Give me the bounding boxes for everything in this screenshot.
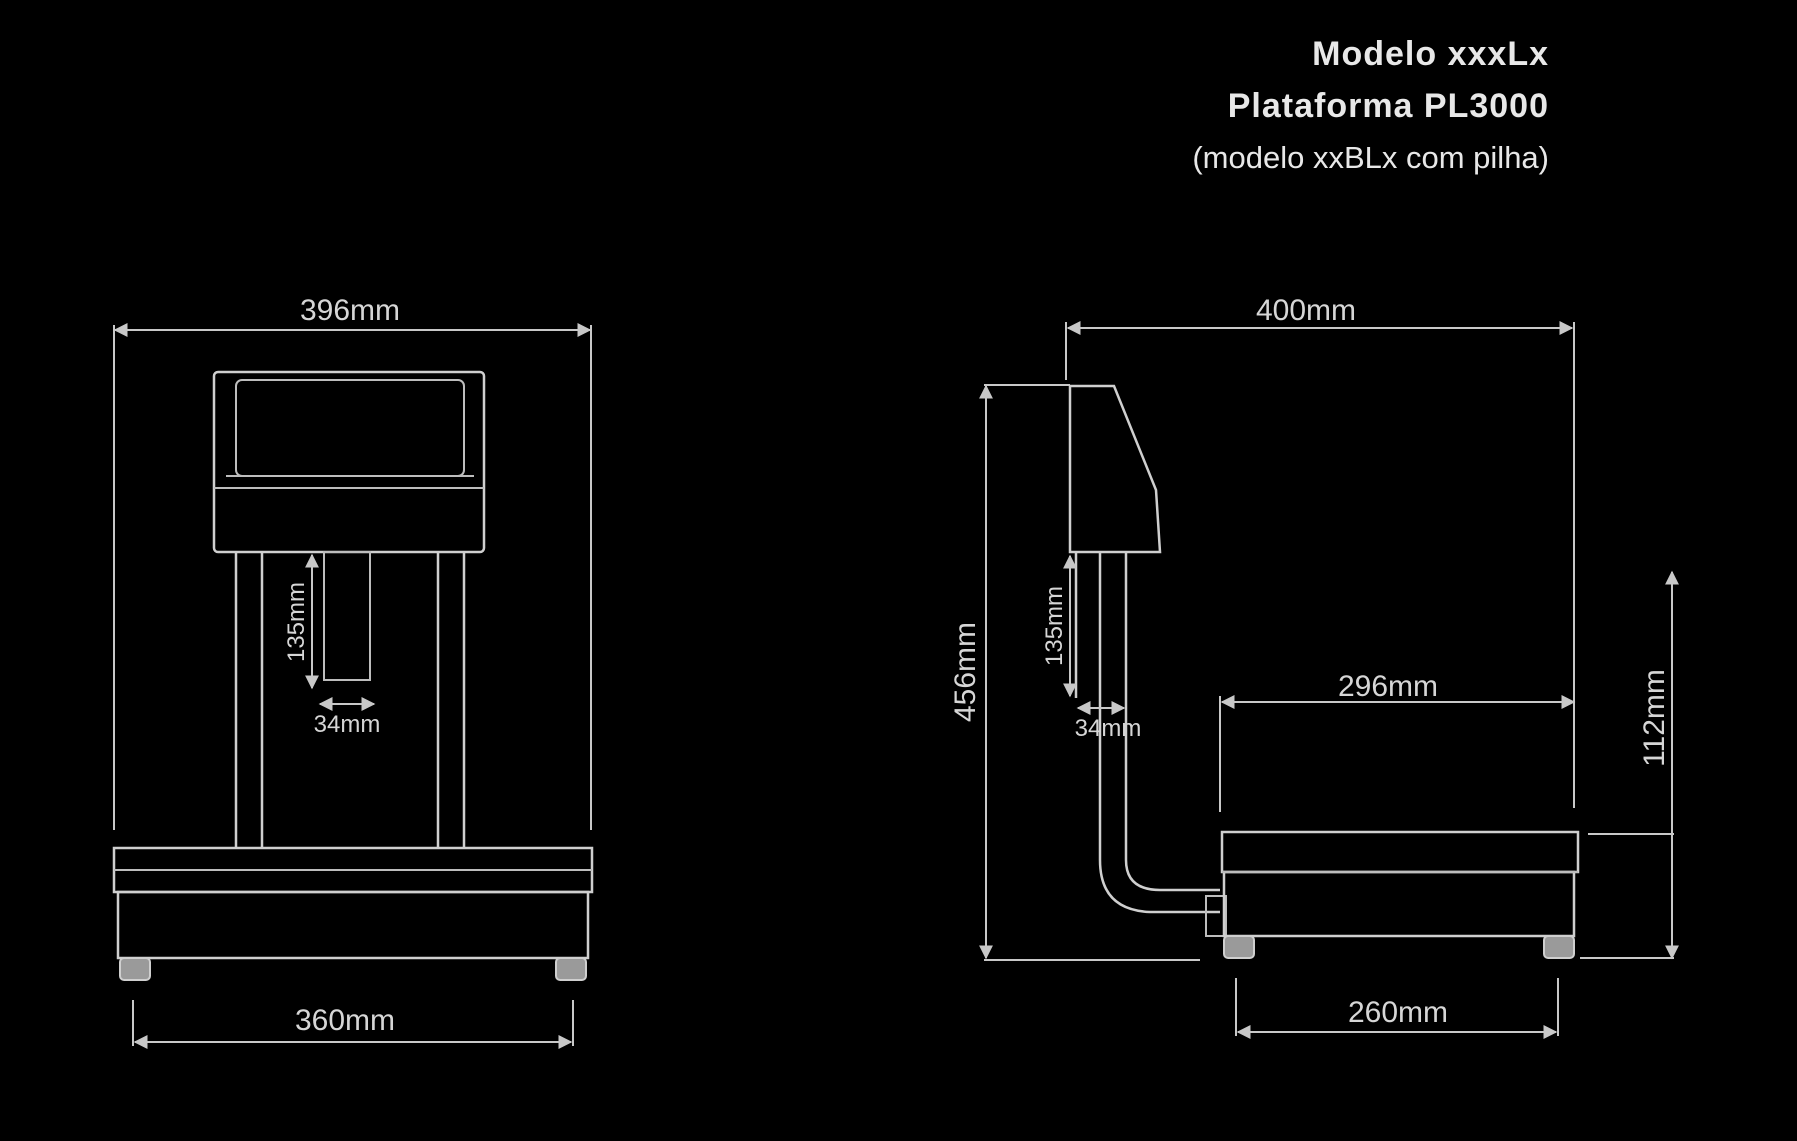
side-height-dimension: 456mm bbox=[949, 384, 1200, 961]
side-column bbox=[1074, 552, 1227, 937]
side-column-width-label: 34mm bbox=[1075, 715, 1142, 742]
side-platform-height-label: 112mm bbox=[1638, 669, 1671, 767]
side-column-width-dimension: 34mm bbox=[1075, 701, 1142, 742]
side-depth-label: 400mm bbox=[1256, 294, 1356, 327]
side-column-height-dimension: 135mm bbox=[1041, 554, 1077, 698]
front-column-height-label: 135mm bbox=[283, 582, 310, 662]
front-column-width-dimension: 34mm bbox=[314, 697, 381, 738]
side-height-label: 456mm bbox=[949, 622, 982, 722]
front-display-head bbox=[212, 370, 486, 554]
side-platform-label: 296mm bbox=[1338, 670, 1438, 703]
front-base-label: 360mm bbox=[295, 1004, 395, 1037]
front-width-label: 396mm bbox=[300, 294, 400, 327]
front-column-width-label: 34mm bbox=[314, 711, 381, 738]
front-base-dimension: 360mm bbox=[132, 1000, 574, 1049]
model-title: Modelo xxxLx bbox=[1312, 35, 1549, 73]
front-width-dimension: 396mm bbox=[113, 294, 592, 830]
side-column-height-label: 135mm bbox=[1041, 586, 1068, 666]
side-platform-dimension: 296mm bbox=[1219, 670, 1576, 812]
front-column-height-dimension: 135mm bbox=[283, 553, 319, 690]
model-subtitle: (modelo xxBLx com pilha) bbox=[1192, 140, 1549, 175]
side-base-dimension: 260mm bbox=[1235, 978, 1559, 1039]
side-platform bbox=[1220, 830, 1580, 959]
side-base-label: 260mm bbox=[1348, 996, 1448, 1029]
side-depth-dimension: 400mm bbox=[1065, 294, 1575, 808]
side-platform-height-dimension: 112mm bbox=[1580, 570, 1679, 960]
side-view: 400mm 456mm 135mm 34mm bbox=[949, 294, 1679, 1039]
platform-title: Plataforma PL3000 bbox=[1227, 87, 1549, 125]
side-display-head bbox=[1068, 384, 1162, 554]
title-block: Modelo xxxLx Plataforma PL3000 (modelo x… bbox=[1192, 28, 1549, 184]
front-view: 396mm 135mm 34mm bbox=[112, 294, 594, 1049]
front-columns bbox=[234, 551, 466, 848]
front-base bbox=[112, 846, 594, 981]
